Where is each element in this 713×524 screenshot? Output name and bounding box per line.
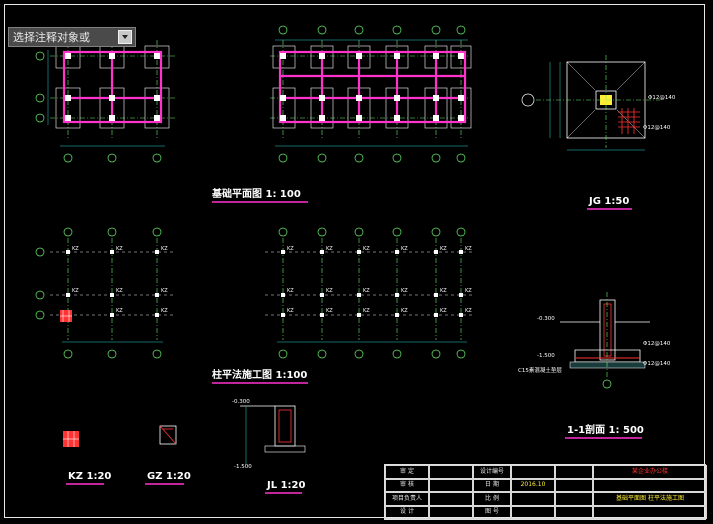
section-level-top: -0.300 <box>537 316 555 322</box>
column-tag: KZ <box>287 288 294 294</box>
column-tag: KZ <box>287 246 294 252</box>
jl-beam-detail: -0.300 -1.500 <box>232 399 306 470</box>
tb-cell <box>555 505 593 519</box>
jl-title: JL 1:20 <box>266 480 305 491</box>
column-tag: KZ <box>287 308 294 314</box>
column-plan-title: 柱平法施工图 1:100 <box>212 368 307 381</box>
column-tag: KZ <box>326 308 333 314</box>
gz-title: GZ 1:20 <box>147 471 191 482</box>
tb-label-date: 日 期 <box>473 478 511 492</box>
column-tag: KZ <box>440 246 447 252</box>
annotation-select-prompt[interactable]: 选择注释对象或 <box>8 27 136 47</box>
jl-level-top: -0.300 <box>232 399 250 405</box>
foundation-plan-left <box>35 40 175 163</box>
section-bar-note-1: Φ12@140 <box>643 341 671 347</box>
jg-footing-detail: Φ12@140 Φ12@140 <box>521 55 676 151</box>
tb-cell <box>593 478 707 492</box>
column-tag: KZ <box>465 308 472 314</box>
column-tag: KZ <box>161 288 168 294</box>
column-plan: KZ KZ KZ KZ KZ KZ KZ KZ KZ KZ KZ KZ KZ K… <box>35 227 475 359</box>
tb-cell <box>511 505 555 519</box>
column-tag: KZ <box>363 246 370 252</box>
tb-label-drawing-no: 图 号 <box>473 505 511 519</box>
dropdown-arrow-icon[interactable] <box>118 30 132 44</box>
column-tag: KZ <box>363 288 370 294</box>
jg-title: JG 1:50 <box>588 196 629 207</box>
tb-label-review: 审 核 <box>385 478 429 492</box>
column-tag: KZ <box>465 246 472 252</box>
column-tag: KZ <box>440 308 447 314</box>
column-tag: KZ <box>116 288 123 294</box>
column-tag: KZ <box>363 308 370 314</box>
section-concrete-note: C15素混凝土垫层 <box>518 366 562 374</box>
kz-title: KZ 1:20 <box>68 471 111 482</box>
section-1-1-detail: -0.300 -1.500 Φ12@140 Φ12@140 C15素混凝土垫层 <box>518 292 671 389</box>
column-tag: KZ <box>161 246 168 252</box>
tb-label-design: 设 计 <box>385 505 429 519</box>
column-tag: KZ <box>116 308 123 314</box>
tb-cell <box>429 505 473 519</box>
column-tag: KZ <box>116 246 123 252</box>
column-tag: KZ <box>326 288 333 294</box>
gz-column-detail <box>159 425 177 445</box>
tb-cell <box>555 492 593 506</box>
tb-label-approve: 审 定 <box>385 465 429 479</box>
column-tag: KZ <box>401 308 408 314</box>
tb-cell <box>429 478 473 492</box>
jg-bar-note-1: Φ12@140 <box>648 95 676 101</box>
tb-cell <box>511 492 555 506</box>
tb-project-name: 某企业办公楼 <box>593 465 707 479</box>
tb-drawing-name: 基础平面图 柱平法施工图 <box>593 492 707 506</box>
kz-column-detail <box>63 431 79 447</box>
tb-cell <box>429 492 473 506</box>
foundation-plan-title: 基础平面图 1: 100 <box>211 187 301 200</box>
tb-cell <box>593 505 707 519</box>
column-tag: KZ <box>72 288 79 294</box>
column-tag: KZ <box>401 288 408 294</box>
column-tag: KZ <box>440 288 447 294</box>
jg-bar-note-2: Φ12@140 <box>643 125 671 131</box>
column-tag: KZ <box>401 246 408 252</box>
jl-level-bottom: -1.500 <box>234 464 252 470</box>
tb-label-project-lead: 项目负责人 <box>385 492 429 506</box>
tb-cell <box>511 465 555 479</box>
tb-label-design-no: 设计编号 <box>473 465 511 479</box>
tb-date-value: 2016.10 <box>511 478 555 492</box>
column-tag: KZ <box>465 288 472 294</box>
foundation-plan-right <box>270 25 472 163</box>
tb-cell <box>555 465 593 479</box>
drawing-title-block: 审 定 设计编号 某企业办公楼 审 核 日 期 2016.10 项目负责人 比 … <box>384 464 707 520</box>
prompt-text: 选择注释对象或 <box>13 31 90 44</box>
tb-cell <box>429 465 473 479</box>
section-level-bottom: -1.500 <box>537 353 555 359</box>
section-title: 1-1剖面 1: 500 <box>567 423 644 436</box>
column-tag: KZ <box>161 308 168 314</box>
column-tag: KZ <box>72 246 79 252</box>
tb-label-scale: 比 例 <box>473 492 511 506</box>
section-bar-note-2: Φ12@140 <box>643 361 671 367</box>
column-tag: KZ <box>326 246 333 252</box>
tb-cell <box>555 478 593 492</box>
